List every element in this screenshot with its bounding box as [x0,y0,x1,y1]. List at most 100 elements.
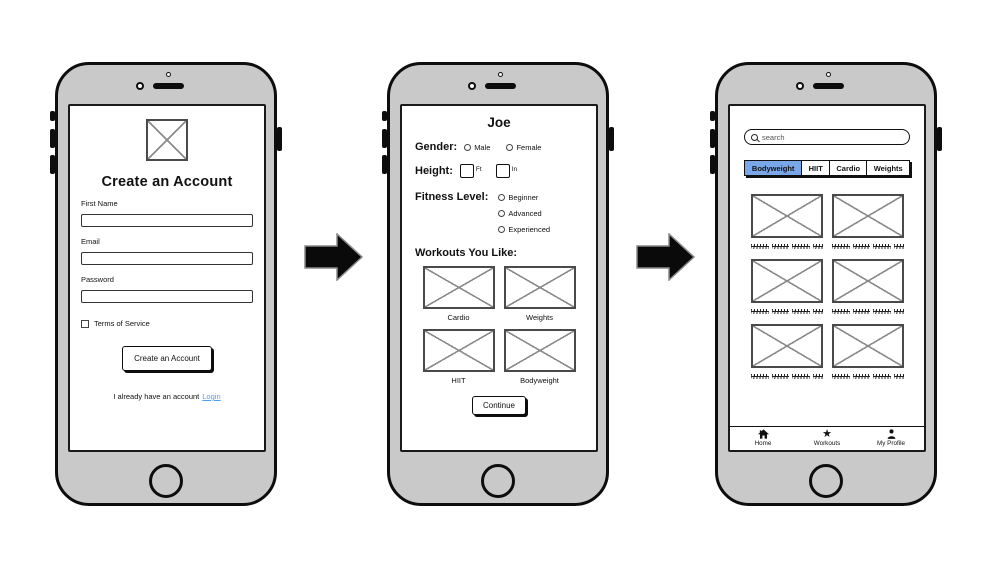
experienced-radio[interactable] [498,226,506,233]
email-input[interactable] [81,252,253,265]
terms-checkbox[interactable] [81,319,89,328]
create-account-button[interactable]: Create an Account [122,346,212,371]
volume-down-button [382,155,387,174]
workout-results-grid [744,194,910,389]
fitness-options: Beginner Advanced Experienced [498,193,550,234]
caption-scribble [831,374,904,379]
fitness-level-row: Fitness Level: Beginner Advanced Experie… [415,191,583,234]
workout-thumbnail[interactable] [750,259,823,303]
male-label: Male [474,142,491,152]
front-camera [468,82,476,90]
height-in-input[interactable] [495,164,510,178]
password-label: Password [81,275,114,284]
first-name-label: First Name [81,199,118,208]
caption-scribble [750,309,823,314]
front-camera [136,82,144,90]
signup-form: First Name Email Password [81,199,253,304]
flow-arrow-2 [636,233,696,281]
nav-my-profile-label: My Profile [877,440,905,447]
mute-switch [50,111,55,121]
image-placeholder [146,119,188,161]
gender-option-female[interactable]: Female [506,143,541,152]
workout-thumbnail[interactable] [750,324,823,368]
mute-switch [382,111,387,121]
mute-switch [710,111,715,121]
nav-my-profile[interactable]: My Profile [868,429,914,450]
nav-home-label: Home [754,440,772,447]
workout-card-cardio: Cardio [422,266,495,329]
fitness-option-advanced[interactable]: Advanced [498,209,550,218]
nav-workouts-label: Workouts [813,440,841,447]
workout-result-card [831,259,904,324]
bottom-nav: Home ★ Workouts My Profile [730,426,924,450]
password-input[interactable] [81,290,253,303]
cardio-image-placeholder[interactable] [422,266,495,309]
height-in-group: In [495,164,517,178]
volume-up-button [50,129,55,148]
category-tabs: Bodyweight HIIT Cardio Weights [744,160,910,176]
login-link[interactable]: Login [202,392,221,401]
workout-result-card [750,194,823,259]
phone-frame-profile: Joe Gender: Male Female Height: Ft [382,62,614,506]
page-title: Create an Account [101,174,233,190]
weights-image-placeholder[interactable] [503,266,576,309]
height-label: Height: [415,165,453,177]
workout-thumbnail[interactable] [831,194,904,238]
speaker-grille [485,83,516,89]
fitness-level-label: Fitness Level: [415,191,489,203]
volume-up-button [710,129,715,148]
workout-options-grid: Cardio Weights HIIT Bodyweight [415,266,583,392]
tab-weights[interactable]: Weights [866,161,909,175]
profile-screen: Joe Gender: Male Female Height: Ft [400,104,598,452]
person-icon [887,429,896,439]
continue-button[interactable]: Continue [471,396,527,415]
nav-home[interactable]: Home [740,429,786,450]
home-button[interactable] [149,464,183,498]
page-title: Joe [487,115,511,130]
tab-cardio[interactable]: Cardio [829,161,866,175]
fitness-option-experienced[interactable]: Experienced [498,225,550,234]
workout-result-card [750,324,823,389]
caption-scribble [831,309,904,314]
first-name-input[interactable] [81,214,253,227]
beginner-radio[interactable] [498,194,506,201]
home-button[interactable] [481,464,515,498]
login-prefix-text: I already have an account [113,392,200,401]
workout-thumbnail[interactable] [750,194,823,238]
workout-thumbnail[interactable] [831,259,904,303]
height-ft-input[interactable] [459,164,474,178]
caption-scribble [750,374,823,379]
advanced-radio[interactable] [498,210,506,217]
gender-row: Gender: Male Female [415,141,583,153]
workout-card-bodyweight: Bodyweight [503,329,576,392]
tab-hiit[interactable]: HIIT [801,161,829,175]
power-button [937,127,942,151]
tab-bodyweight[interactable]: Bodyweight [745,161,802,175]
terms-row: Terms of Service [81,319,253,328]
search-bar[interactable] [744,129,910,145]
nav-workouts[interactable]: ★ Workouts [804,429,850,450]
browse-screen: Bodyweight HIIT Cardio Weights [728,104,926,452]
height-ft-group: Ft [459,164,482,178]
search-input[interactable] [762,132,903,142]
power-button [277,127,282,151]
gender-label: Gender: [415,141,458,153]
gender-option-male[interactable]: Male [464,143,490,152]
home-button[interactable] [809,464,843,498]
female-radio[interactable] [506,143,514,151]
male-radio[interactable] [464,143,472,151]
speaker-grille [813,83,844,89]
fitness-option-beginner[interactable]: Beginner [498,193,550,202]
home-icon [757,429,769,439]
speaker-grille [153,83,184,89]
front-camera [796,82,804,90]
workout-card-weights: Weights [503,266,576,329]
volume-down-button [710,155,715,174]
hiit-image-placeholder[interactable] [422,329,495,372]
beginner-label: Beginner [508,193,539,202]
workout-thumbnail[interactable] [831,324,904,368]
bodyweight-image-placeholder[interactable] [503,329,576,372]
height-row: Height: Ft In [415,164,583,178]
